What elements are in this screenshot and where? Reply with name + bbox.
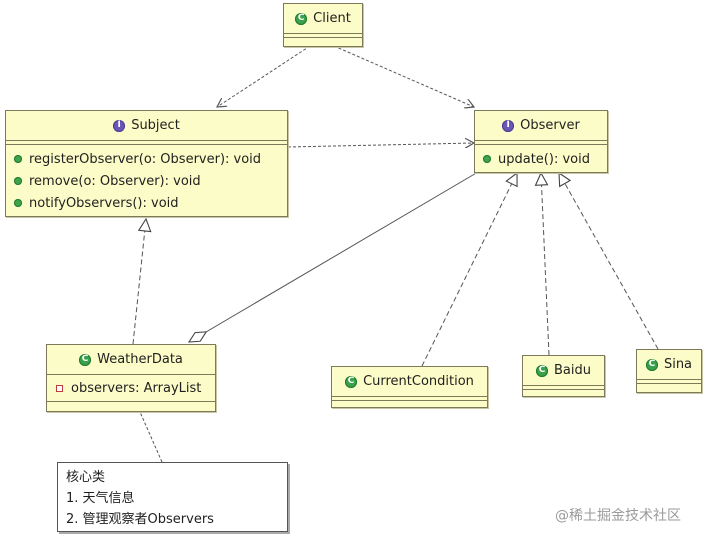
class-weatherdata[interactable]: C WeatherData observers: ArrayList [46, 344, 216, 412]
method-row: registerObserver(o: Observer): void [6, 148, 287, 170]
class-name: WeatherData [97, 352, 183, 367]
method-row: remove(o: Observer): void [6, 170, 287, 192]
class-observer[interactable]: I Observer update(): void [474, 110, 608, 173]
class-icon: C [645, 358, 658, 371]
edge-weatherdata-subject [132, 219, 146, 345]
class-name: Observer [520, 118, 580, 133]
edge-baidu-observer [541, 173, 550, 356]
class-name: Sina [663, 357, 693, 372]
public-method-icon [14, 155, 22, 163]
class-name: CurrentCondition [363, 374, 474, 389]
public-method-icon [483, 155, 491, 163]
method-signature: remove(o: Observer): void [29, 173, 201, 189]
edge-subject-observer [287, 143, 474, 147]
class-baidu[interactable]: C Baidu [522, 355, 605, 397]
class-icon: C [79, 353, 92, 366]
edge-currentcondition-observer [421, 173, 517, 367]
class-currentcondition[interactable]: C CurrentCondition [331, 366, 488, 408]
class-name: Client [313, 11, 351, 26]
method-signature: notifyObservers(): void [29, 195, 179, 211]
public-method-icon [14, 199, 22, 207]
note-line: 核心类 [66, 470, 106, 485]
field-row: observers: ArrayList [47, 377, 215, 399]
note-line: 1. 天气信息 [66, 491, 135, 506]
class-name: Baidu [554, 363, 591, 378]
note-core-class[interactable]: 核心类 1. 天气信息 2. 管理观察者Observers [57, 462, 288, 532]
edge-client-subject [217, 45, 311, 107]
method-row: notifyObservers(): void [6, 192, 287, 214]
class-name: Subject [131, 118, 180, 133]
note-line: 2. 管理观察者Observers [66, 512, 214, 527]
class-sina[interactable]: C Sina [636, 349, 702, 393]
interface-icon: I [502, 119, 515, 132]
method-signature: registerObserver(o: Observer): void [29, 151, 262, 167]
field-signature: observers: ArrayList [71, 380, 202, 396]
edge-note-weatherdata [139, 411, 163, 463]
watermark-text: @稀土掘金技术社区 [555, 508, 681, 524]
private-field-icon [56, 384, 63, 392]
edge-client-observer [333, 45, 474, 107]
class-client[interactable]: C Client [283, 3, 363, 47]
class-icon: C [536, 364, 548, 377]
edge-sina-observer [559, 173, 659, 350]
class-icon: C [345, 375, 358, 388]
method-signature: update(): void [498, 151, 590, 167]
method-row: update(): void [475, 148, 607, 170]
class-subject[interactable]: I Subject registerObserver(o: Observer):… [5, 110, 288, 217]
class-icon: C [295, 12, 308, 25]
public-method-icon [14, 177, 22, 185]
interface-icon: I [113, 119, 126, 132]
